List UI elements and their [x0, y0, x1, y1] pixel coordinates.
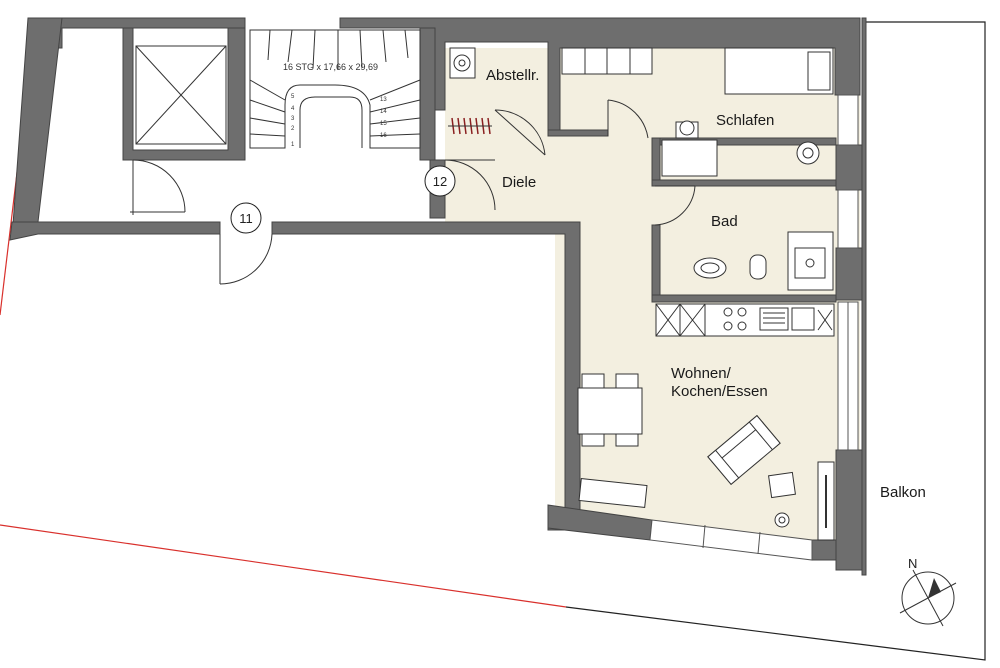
living-furniture: [577, 373, 835, 541]
stair-step-2: 2: [291, 126, 295, 132]
elevator-shaft: [135, 45, 227, 145]
walls: [9, 17, 867, 576]
bathroom-fixtures: [693, 231, 834, 291]
stair-step-3: 3: [291, 116, 295, 122]
room-label-abstellraum: Abstellr.: [486, 67, 539, 84]
staircase: 16 STG x 17,66 x 29,69 5 4 3 2 1 13 14 1…: [249, 29, 421, 149]
stair-step-16: 16: [380, 133, 387, 139]
entrance-marker-12: 12: [424, 165, 456, 197]
stair-spec: 16 STG x 17,66 x 29,69: [283, 62, 378, 72]
room-label-schlafen: Schlafen: [716, 112, 774, 129]
windows: [649, 94, 859, 561]
compass-icon: N: [899, 556, 957, 627]
stair-step-13: 13: [380, 97, 387, 103]
balcony-area: [565, 21, 986, 661]
entrance-12-label: 12: [433, 174, 447, 189]
doors: [130, 99, 696, 285]
compass-north-label: N: [908, 556, 917, 571]
entrance-marker-11: 11: [230, 202, 262, 234]
stair-step-14: 14: [380, 109, 387, 115]
room-label-balkon: Balkon: [880, 484, 926, 501]
stair-step-4: 4: [291, 106, 295, 112]
bedroom-furniture: [561, 47, 834, 177]
room-label-kochen-essen: Kochen/Essen: [671, 383, 768, 400]
stair-step-5: 5: [291, 94, 295, 100]
room-label-wohnen: Wohnen/: [671, 365, 732, 382]
stair-step-1: 1: [291, 142, 295, 148]
room-label-bad: Bad: [711, 213, 738, 230]
storage-furniture: [448, 47, 492, 135]
kitchen-counter: [655, 303, 835, 337]
stair-step-15: 15: [380, 121, 387, 127]
room-label-diele: Diele: [502, 174, 536, 191]
entrance-11-label: 11: [239, 211, 253, 226]
